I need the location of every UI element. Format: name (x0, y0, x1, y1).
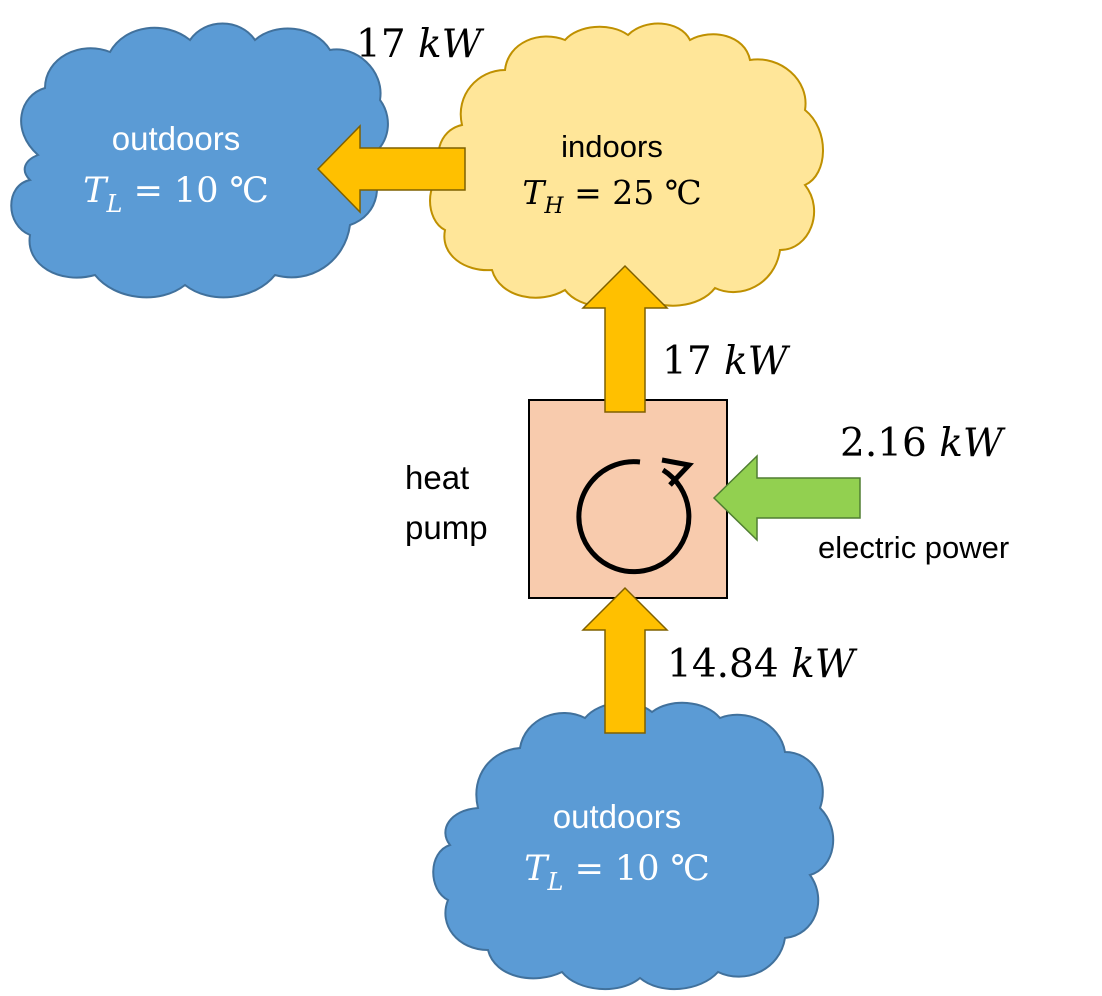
indoors-label: indoors (561, 129, 663, 164)
power-arrow-electric (712, 454, 861, 542)
heat-pump-box (528, 399, 728, 599)
indoors-temp-symbol: T (522, 173, 547, 212)
cloud-outdoors-left: outdoors TL = 10 ℃ (10, 22, 389, 299)
flow-indoor-to-outdoor-number: 17 (356, 22, 406, 67)
flow-label-indoor-to-outdoor: 17 kW (356, 22, 485, 67)
flow-outdoor-to-pump-unit: kW (791, 642, 858, 687)
indoors-temp-value: = 25 ℃ (564, 173, 702, 212)
heat-arrow-indoor-to-outdoor (316, 124, 466, 214)
indoors-temp: TH = 25 ℃ (522, 173, 701, 219)
flow-label-electric: 2.16 kW (840, 421, 1006, 466)
heat-pump-label-line2: pump (405, 509, 488, 546)
heat-arrow-outdoor-to-pump (581, 586, 669, 734)
flow-label-outdoor-to-pump: 14.84 kW (667, 642, 858, 687)
heat-pump-label-line1: heat (405, 459, 469, 496)
outdoors-left-temp: TL = 10 ℃ (83, 171, 269, 218)
clockwise-cycle-icon (576, 457, 694, 575)
outdoors-bottom-temp-symbol: T (524, 849, 550, 889)
indoors-temp-subscript: H (543, 194, 564, 219)
cloud-outdoors-bottom: outdoors TL = 10 ℃ (432, 701, 835, 990)
outdoors-left-temp-value: = 10 ℃ (122, 171, 268, 211)
outdoors-bottom-temp-value: = 10 ℃ (563, 849, 709, 889)
flow-indoor-to-outdoor-unit: kW (418, 22, 485, 67)
cloud-indoors: indoors TH = 25 ℃ (429, 22, 824, 308)
outdoors-left-label: outdoors (112, 120, 240, 157)
flow-outdoor-to-pump-number: 14.84 (667, 642, 779, 687)
outdoors-bottom-temp-subscript: L (547, 868, 564, 896)
flow-electric-unit: kW (939, 421, 1006, 466)
flow-electric-number: 2.16 (840, 421, 927, 466)
outdoors-left-temp-subscript: L (106, 190, 123, 218)
electric-power-label: electric power (818, 530, 1009, 565)
flow-pump-to-indoor-number: 17 (662, 339, 712, 384)
flow-label-pump-to-indoor: 17 kW (662, 339, 791, 384)
heat-arrow-pump-to-indoor (581, 264, 669, 413)
outdoors-bottom-temp: TL = 10 ℃ (524, 849, 710, 896)
flow-pump-to-indoor-unit: kW (724, 339, 791, 384)
outdoors-bottom-label: outdoors (553, 798, 681, 835)
outdoors-left-temp-symbol: T (83, 171, 109, 211)
